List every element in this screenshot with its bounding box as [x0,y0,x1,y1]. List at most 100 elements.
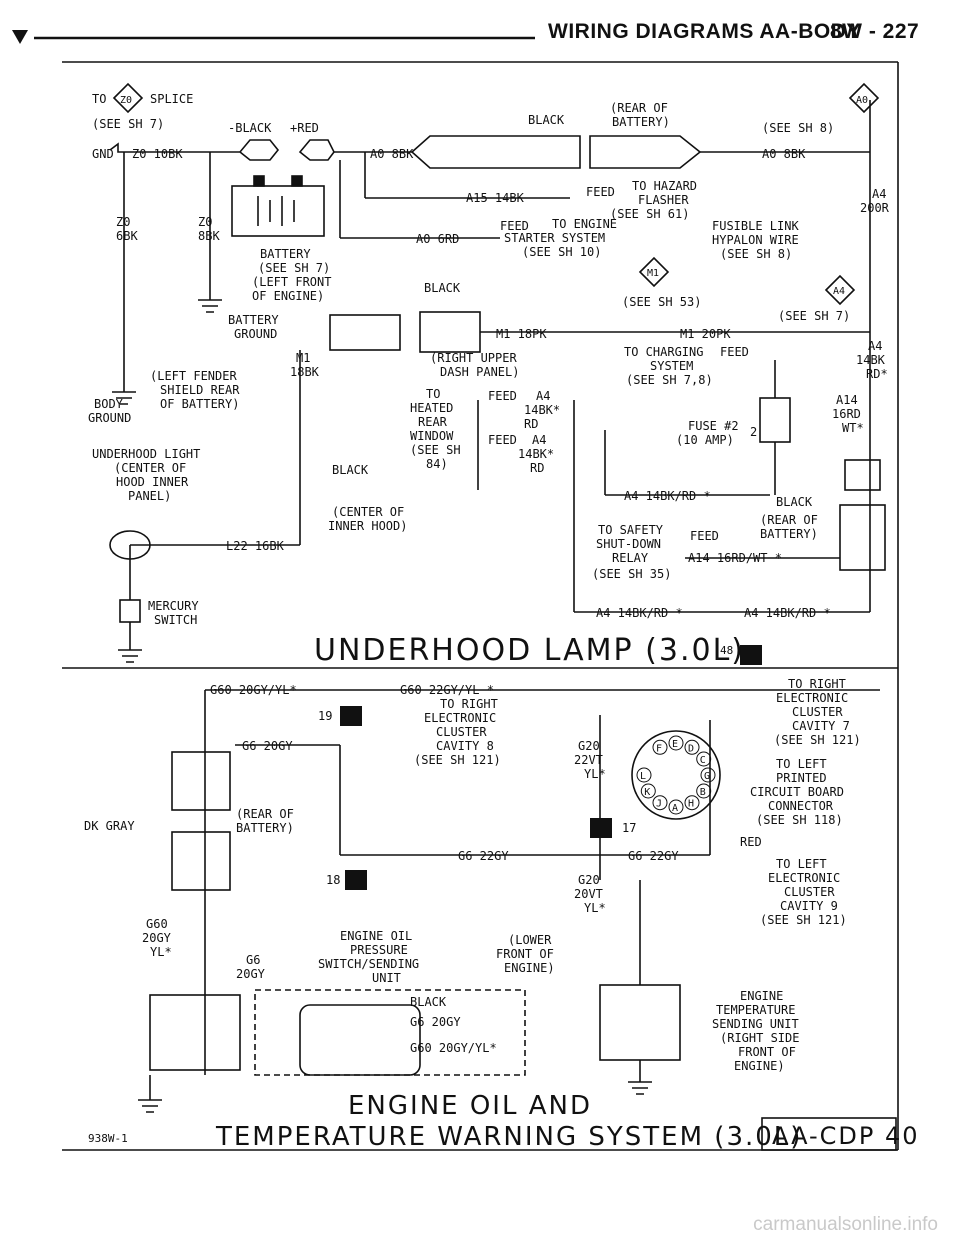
lbl-electronic2: ELECTRONIC [424,711,496,725]
lbl-black-mid: BLACK [424,281,461,295]
lbl-14bk: 14BK [856,353,886,367]
lbl-see-sh118: (SEE SH 118) [756,813,843,827]
lbl-g60-22gy: G60 22GY/YL * [400,683,494,697]
lbl-a0-tag: A0 [856,95,868,106]
lbl-mercury: MERCURY [148,599,199,613]
lbl-yl2: YL* [584,901,606,915]
lbl-see-sh10: (SEE SH 10) [522,245,601,259]
battery-post-pos [291,175,303,187]
lbl-20vt: 20VT [574,887,603,901]
connector-18-box [345,870,367,890]
lbl-electronic: ELECTRONIC [776,691,848,705]
pin-letter: B [700,787,706,798]
lbl-c18: 18 [326,873,340,887]
lbl-switch: SWITCH [154,613,197,627]
lbl-center-of-inner: (CENTER OF [332,505,404,519]
lbl-z0: Z0 [116,215,130,229]
lbl-to-safety: TO SAFETY [598,523,664,537]
pin-circle [636,767,652,783]
lbl-to-hazard: TO HAZARD [632,179,697,193]
lbl-inner-hood: INNER HOOD) [328,519,407,533]
cluster-round-connector [631,730,721,820]
body-ground-symbol [112,350,136,405]
junction-right [589,135,702,169]
lbl-to2: TO [426,387,440,401]
lbl-pressure: PRESSURE [350,943,408,957]
lbl-to-charging: TO CHARGING [624,345,703,359]
pin-letter: D [688,743,694,754]
lbl-feed3: FEED [720,345,749,359]
lbl-m1-18pk: M1 18PK [496,327,547,341]
lbl-c17: 17 [622,821,636,835]
lbl-c19: 19 [318,709,332,723]
oil-pressure-switch-body [299,1004,421,1076]
lbl-battery-top: BATTERY) [612,115,670,129]
lbl-engine2: ENGINE) [734,1059,785,1073]
lbl-see-sh7: (SEE SH 7) [92,117,164,131]
lbl-of-engine: OF ENGINE) [252,289,324,303]
lbl-black-b: BLACK [410,995,447,1009]
lbl-to-left: TO LEFT [776,757,827,771]
lbl-dash-panel: DASH PANEL) [440,365,519,379]
pin-letter: J [656,799,662,810]
lbl-16rd: 16RD [832,407,861,421]
pin-letter: H [688,799,694,810]
lbl-shield-rear: SHIELD REAR [160,383,240,397]
temp-ground-symbol [628,1060,652,1095]
lbl-electronic3: ELECTRONIC [768,871,840,885]
lbl-g60-20gy-b: 20GY [142,931,172,945]
lbl-battery-ground: BATTERY [228,313,279,327]
lbl-l22-16bk: L22 16BK [226,539,285,553]
watermark: carmanualsonline.info [753,1214,938,1235]
lbl-a0-8bk-right: A0 8BK [762,147,806,161]
lbl-g60-20gy: G60 20GY/YL* [210,683,297,697]
lbl-to-engine: TO ENGINE [552,217,617,231]
pin-circle [668,735,684,751]
dk-gray-connector-top [171,751,231,811]
lbl-a4-1c: RD [524,417,538,431]
oil-ground-symbol [138,1075,162,1113]
oil-gauge-component [149,994,241,1071]
lbl-a4b: A4 [868,339,882,353]
lbl-m1: M1 [296,351,310,365]
pin-letter: C [700,755,706,766]
bottom-title-line2: TEMPERATURE WARNING SYSTEM (3.0L) [215,1122,802,1152]
lbl-g6-20gy-d: G6 20GY [410,1015,461,1029]
lbl-center-of: (CENTER OF [114,461,186,475]
lbl-of-battery: OF BATTERY) [160,397,239,411]
lbl-engine-temp: ENGINE [740,989,783,1003]
lbl-a4-tag: A4 [833,286,845,297]
lbl-neg-black: -BLACK [228,121,272,135]
lbl-22vt: 22VT [574,753,603,767]
lbl-feed4: FEED [690,529,719,543]
pin-circle [700,767,716,783]
lbl-cavity9: CAVITY 9 [780,899,838,913]
lbl-wt: WT* [842,421,864,435]
lbl-right-upper: (RIGHT UPPER [430,351,517,365]
pin-circle [652,739,668,755]
lbl-pos-red: +RED [290,121,319,135]
lbl-m1-20pk: M1 20PK [680,327,731,341]
lbl-see-sh8b: (SEE SH 8) [720,247,792,261]
lbl-8bk: 8BK [198,229,220,243]
lbl-g20: G20 [578,739,600,753]
lbl-left-fender: (LEFT FENDER [150,369,237,383]
lbl-a0-6rd: A0 6RD [416,232,459,246]
lbl-see-sh61: (SEE SH 61) [610,207,689,221]
battery-post-neg [253,175,265,187]
lbl-heated: HEATED [410,401,453,415]
dash-connector-right [419,311,481,353]
battery-box [231,185,325,237]
lbl-a15-14bk: A15 14BK [466,191,525,205]
lbl-84: 84) [426,457,448,471]
lbl-engine-oil: ENGINE OIL [340,929,412,943]
lbl-engine: ENGINE) [504,961,555,975]
lbl-a4: A4 [872,187,886,201]
lbl-cluster: CLUSTER [792,705,843,719]
lbl-feed1: FEED [586,185,615,199]
lbl-printed: PRINTED [776,771,827,785]
lbl-left-front: (LEFT FRONT [252,275,331,289]
lbl-circuit-board: CIRCUIT BOARD [750,785,844,799]
lbl-a14-16rdwt: A14 16RD/WT * [688,551,782,565]
